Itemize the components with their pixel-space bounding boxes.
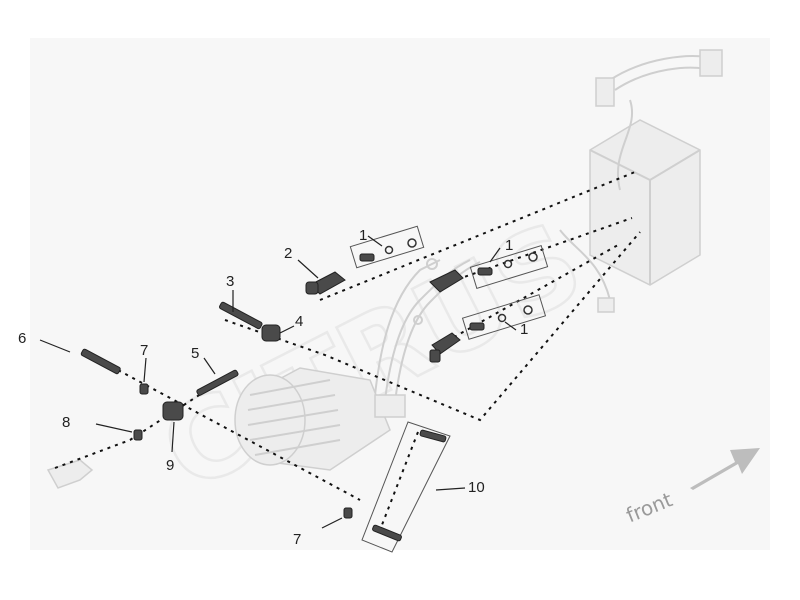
connector-lower [429,332,461,363]
dotted-line-connector-upper [319,171,636,301]
front-arrow-icon [690,448,760,490]
callout-8: 8 [62,414,70,431]
callout-7-lower: 7 [293,531,301,548]
part-5-bolt [196,369,239,396]
callout-5: 5 [191,345,199,362]
dotted-line-bracket [54,374,231,469]
leader-lines [39,235,517,529]
part-3-bolt [219,301,263,330]
dotted-line-bolt-6 [89,354,361,501]
dotted-line-item-10 [379,431,419,531]
ghost-pipes [374,258,481,403]
part-8-nut [133,429,143,441]
callout-1-upper: 1 [359,227,367,244]
part-9-spacer [162,401,184,421]
ghost-motor [234,367,406,471]
part-2-connector [305,271,346,295]
callout-1-lower: 1 [520,321,528,338]
connector-middle [429,269,464,293]
part-1-lower-screw-set [461,294,547,340]
part-1-middle-screw-set [469,245,549,289]
part-10-bolt-set [361,421,451,553]
part-7-nut-upper [139,383,149,395]
callout-10: 10 [468,479,485,496]
callout-9: 9 [166,457,174,474]
part-1-upper-screw-set [349,225,425,269]
callout-3: 3 [226,273,234,290]
part-4-spacer [261,324,281,342]
callout-6: 6 [18,330,26,347]
part-7-nut-lower [343,507,353,519]
ghost-bracket [46,459,94,489]
ghost-control-unit [559,49,723,313]
callout-2: 2 [284,245,292,262]
callout-7-upper: 7 [140,342,148,359]
part-6-bolt [80,348,121,375]
callout-4: 4 [295,313,303,330]
callout-1-middle: 1 [505,237,513,254]
callout-labels: 1 1 1 2 3 4 5 6 7 7 8 9 10 [18,227,528,548]
